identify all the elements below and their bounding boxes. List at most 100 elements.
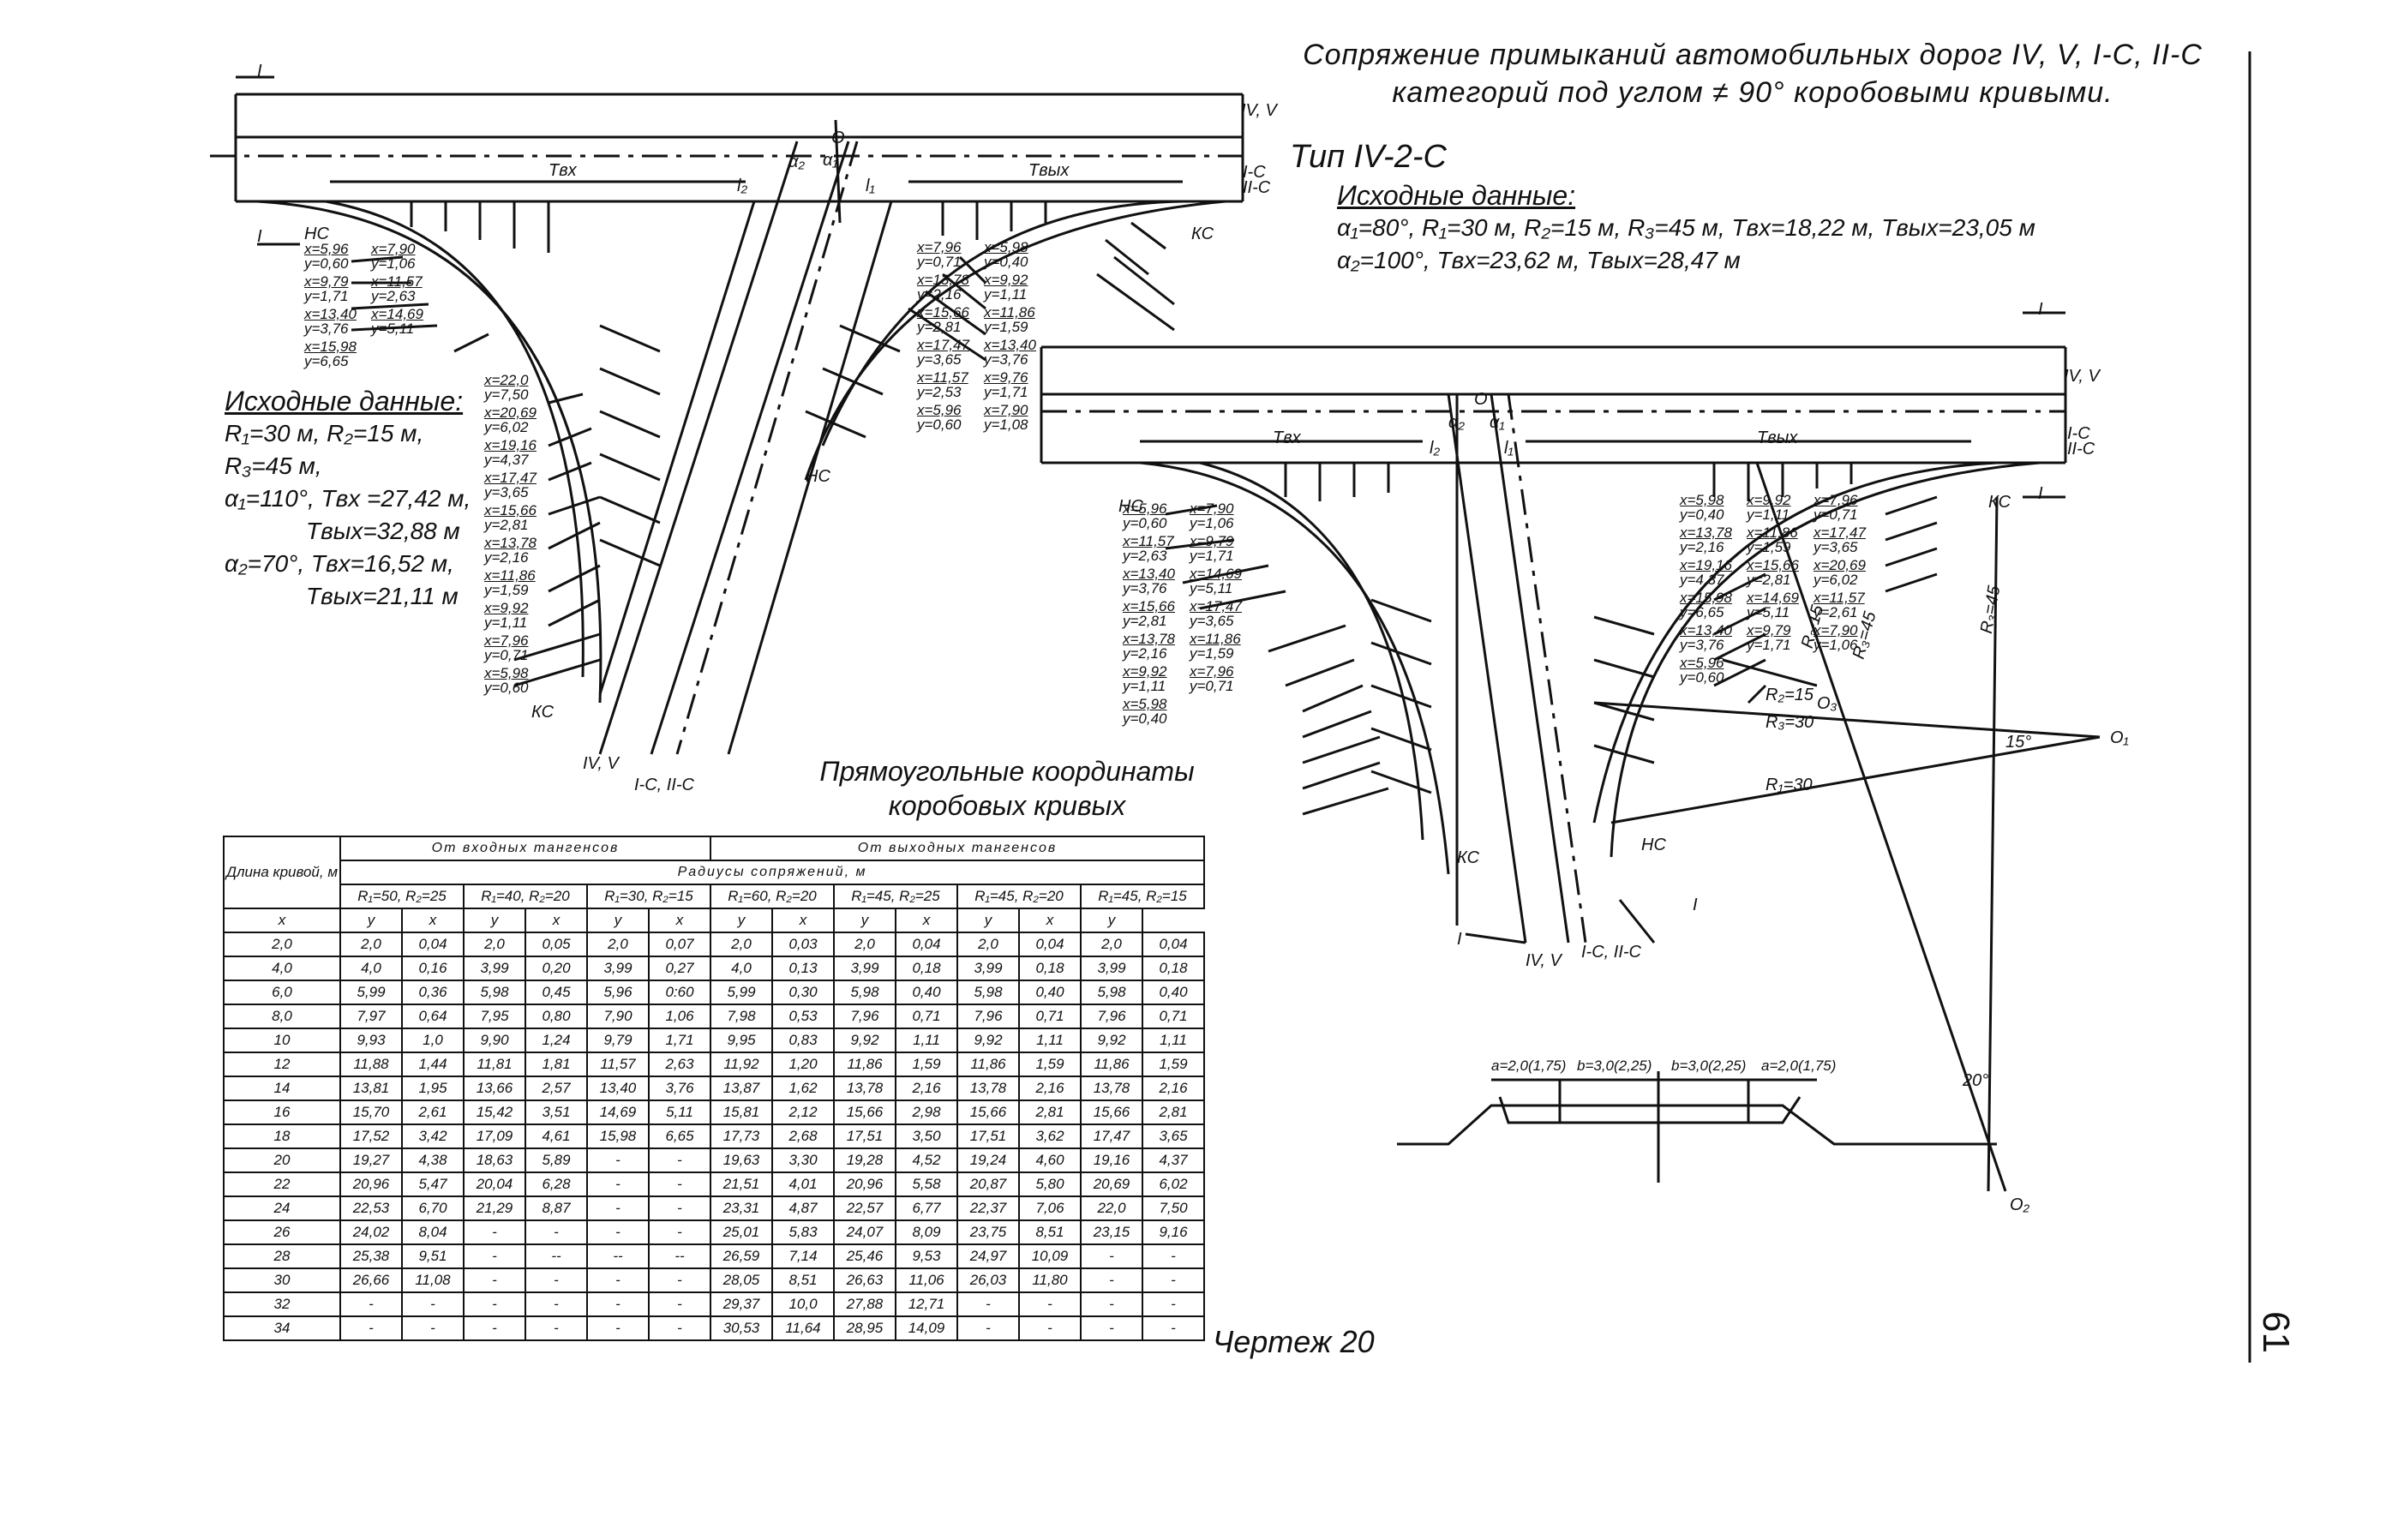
value-cell: 5,98 [463, 980, 526, 1005]
value-cell: 5,99 [710, 980, 773, 1005]
point-x-label: x=13,78 [1680, 524, 1732, 541]
value-cell: 5,89 [525, 1148, 588, 1173]
value-cell: 4,01 [771, 1171, 835, 1197]
value-cell: 7,96 [1080, 1004, 1143, 1029]
value-cell: 21,51 [710, 1171, 773, 1197]
value-cell: 0,20 [525, 956, 588, 981]
point-x-label: x=17,47 [484, 470, 537, 486]
profile-dimension-label: b=3,0(2,25) [1671, 1058, 1747, 1074]
value-cell: 1,59 [895, 1052, 958, 1077]
value-cell: - [586, 1171, 650, 1197]
point-y-label: y=0,71 [1813, 506, 1858, 523]
angle-a2-label: α₂ [1448, 413, 1466, 432]
value-cell: 7,50 [1142, 1195, 1205, 1221]
value-cell: 9,79 [586, 1028, 650, 1053]
value-cell: 26,63 [833, 1267, 896, 1293]
point-x-label: x=5,98 [484, 665, 529, 681]
value-cell: 3,51 [525, 1100, 588, 1125]
value-cell: 28,05 [710, 1267, 773, 1293]
point-y-label: y=1,71 [1747, 637, 1791, 653]
radius-r2-label: R₂=15 [1766, 686, 1813, 704]
value-cell: 1,11 [1018, 1028, 1082, 1053]
point-x-label: x=11,86 [984, 304, 1035, 321]
value-cell: 22,37 [956, 1195, 1020, 1221]
value-cell: - [648, 1315, 711, 1341]
point-x-label: x=7,90 [1813, 622, 1858, 638]
value-cell: 6,70 [401, 1195, 465, 1221]
radii-cell: R₁=45, R₂=15 [1080, 884, 1205, 909]
point-y-label: y=1,06 [1813, 637, 1858, 653]
curve-end-label: КС [1988, 493, 2011, 512]
value-cell: 11,86 [1080, 1052, 1143, 1077]
value-cell: 11,92 [710, 1052, 773, 1077]
value-cell: 2,63 [648, 1052, 711, 1077]
xy-cell: x [648, 908, 711, 933]
drawing-number: Чертеж 20 [1213, 1324, 1375, 1359]
left-data-line: Tвых=21,11 м [306, 583, 459, 609]
value-cell: 9,90 [463, 1028, 526, 1053]
point-y-label: y=3,65 [917, 351, 962, 368]
point-y-label: y=4,37 [484, 452, 529, 468]
left-junction [210, 75, 1244, 755]
point-y-label: y=0,60 [1123, 515, 1167, 531]
value-cell: 10,09 [1018, 1243, 1082, 1269]
length-cell: 24 [223, 1195, 341, 1221]
value-cell: 0,40 [895, 980, 958, 1005]
road-label-iv-v: IV, V [583, 754, 619, 773]
point-y-label: y=1,06 [1190, 515, 1234, 531]
value-cell: 26,03 [956, 1267, 1020, 1293]
value-cell: 20,69 [1080, 1171, 1143, 1197]
value-cell: 1,59 [1018, 1052, 1082, 1077]
point-x-label: x=13,78 [917, 272, 969, 288]
point-y-label: y=3,65 [1813, 539, 1858, 555]
value-cell: 24,07 [833, 1219, 896, 1245]
value-cell: 9,93 [339, 1028, 403, 1053]
point-y-label: y=2,16 [1680, 539, 1724, 555]
value-cell: - [648, 1267, 711, 1293]
profile-dimension-label: b=3,0(2,25) [1577, 1058, 1652, 1074]
value-cell: 15,66 [956, 1100, 1020, 1125]
table-caption: Прямоугольные координаты коробовых кривы… [793, 754, 1221, 823]
xy-cell: x [401, 908, 465, 933]
value-cell: 13,78 [1080, 1076, 1143, 1101]
tangent-in-label: Tвх [1273, 428, 1301, 447]
value-cell: 3,62 [1018, 1124, 1082, 1149]
col-length-header: Длина кривой, м [223, 836, 341, 909]
value-cell: 0,40 [1018, 980, 1082, 1005]
point-y-label: y=3,76 [984, 351, 1028, 368]
road-label-iic: II-С [1243, 178, 1271, 197]
value-cell: 6,02 [1142, 1171, 1205, 1197]
value-cell: 7,96 [833, 1004, 896, 1029]
value-cell: -- [525, 1243, 588, 1269]
road-label-ic-iic: I-С, II-С [634, 776, 694, 794]
value-cell: - [1018, 1315, 1082, 1341]
value-cell: 3,65 [1142, 1124, 1205, 1149]
point-x-label: x=15,66 [484, 502, 537, 518]
value-cell: - [1080, 1315, 1143, 1341]
angle-20-label: 20° [1963, 1071, 1989, 1090]
curve-start-label: НС [1641, 836, 1666, 854]
angle-a1-label: α₁ [823, 151, 838, 170]
value-cell: 8,51 [771, 1267, 835, 1293]
point-y-label: y=1,06 [371, 255, 416, 272]
value-cell: 2,61 [401, 1100, 465, 1125]
left-data-line: α₂=70°, Tвх=16,52 м, [225, 550, 454, 577]
value-cell: 19,63 [710, 1148, 773, 1173]
point-x-label: x=9,79 [304, 273, 349, 290]
point-x-label: x=11,57 [371, 273, 423, 290]
value-cell: 11,06 [895, 1267, 958, 1293]
point-y-label: y=2,81 [1123, 613, 1167, 629]
left-data-line: R₃=45 м, [225, 452, 322, 479]
